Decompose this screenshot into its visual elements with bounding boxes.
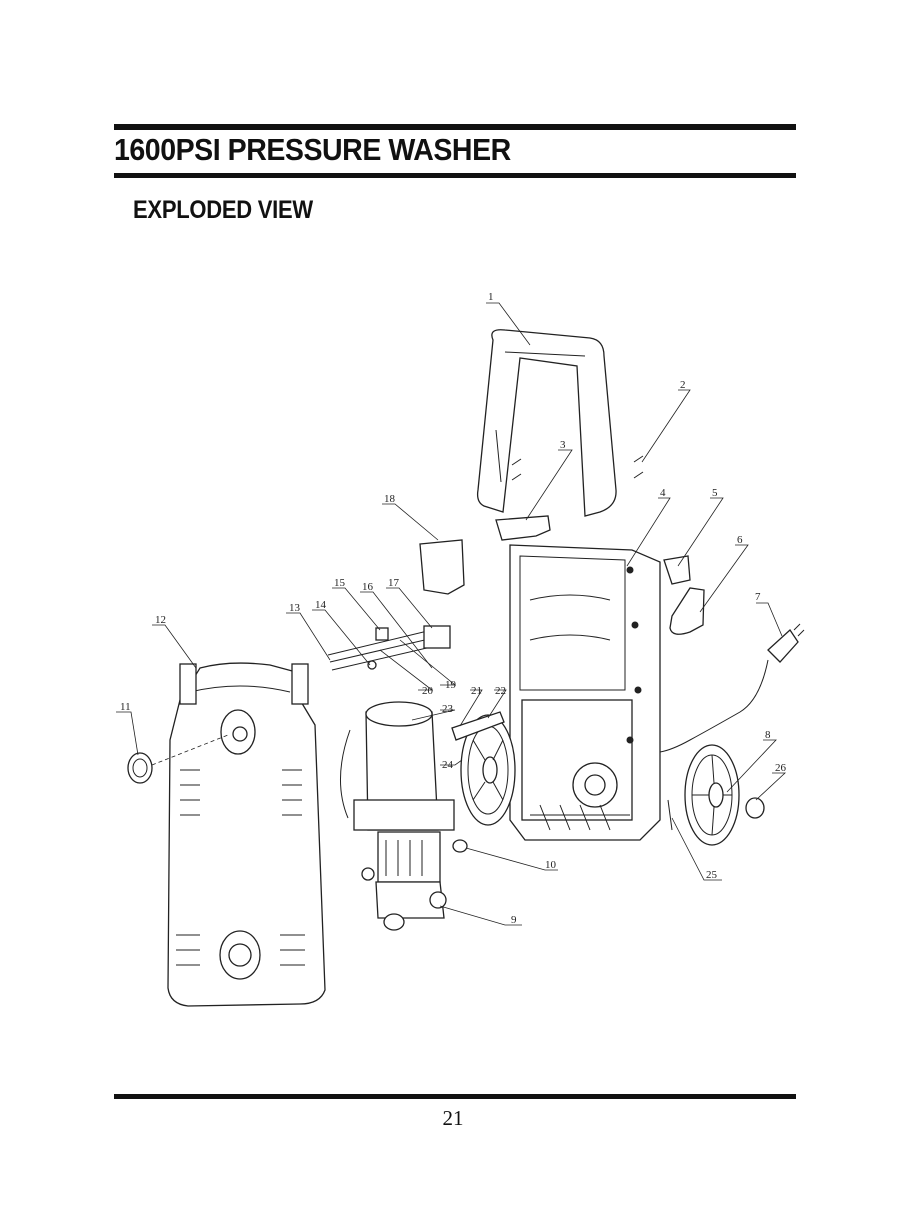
handle-bracket-part bbox=[495, 515, 551, 541]
callout-17: 17 bbox=[388, 577, 400, 589]
hose-connector-part bbox=[451, 711, 505, 741]
power-cord-part bbox=[659, 623, 805, 753]
hose-hook-part bbox=[669, 587, 705, 635]
callout-13: 13 bbox=[289, 602, 301, 614]
right-wheel-part bbox=[684, 744, 740, 846]
page-number: 21 bbox=[442, 1106, 464, 1130]
callout-6: 6 bbox=[737, 534, 743, 546]
header-top-rule bbox=[114, 124, 796, 130]
callout-1: 1 bbox=[488, 291, 494, 303]
footer-rule bbox=[114, 1094, 796, 1099]
callout-7: 7 bbox=[755, 591, 761, 603]
leader-lines bbox=[116, 302, 787, 926]
callout-4: 4 bbox=[660, 487, 666, 499]
callout-8: 8 bbox=[765, 729, 771, 741]
axle-screw-part bbox=[667, 799, 673, 831]
callout-20: 20 bbox=[422, 685, 434, 697]
motor-part bbox=[340, 701, 455, 831]
callout-19: 19 bbox=[445, 679, 457, 691]
callout-2: 2 bbox=[680, 379, 686, 391]
pump-part bbox=[361, 831, 447, 931]
header-bottom-rule bbox=[114, 173, 796, 178]
left-wheel-part bbox=[460, 714, 516, 826]
callout-26: 26 bbox=[775, 762, 787, 774]
section-title: EXPLODED VIEW bbox=[133, 196, 313, 224]
callout-15: 15 bbox=[334, 577, 346, 589]
callout-18: 18 bbox=[384, 493, 396, 505]
callout-12: 12 bbox=[155, 614, 166, 626]
callout-3: 3 bbox=[560, 439, 566, 451]
callout-21: 21 bbox=[471, 685, 482, 697]
handle-part bbox=[476, 329, 617, 517]
front-cover-part bbox=[167, 662, 326, 1007]
main-frame-part bbox=[509, 544, 661, 841]
callout-25: 25 bbox=[706, 869, 718, 881]
mounting-rails-part bbox=[327, 625, 451, 671]
screws-part bbox=[511, 455, 644, 481]
callout-5: 5 bbox=[712, 487, 718, 499]
callout-9: 9 bbox=[511, 914, 517, 926]
page-title: 1600PSI PRESSURE WASHER bbox=[114, 132, 511, 167]
cord-hook-part bbox=[663, 555, 691, 585]
callout-16: 16 bbox=[362, 581, 374, 593]
fitting-part bbox=[452, 839, 468, 853]
callout-labels: 1 2 3 4 5 6 7 8 9 10 11 12 13 14 15 16 1… bbox=[120, 291, 787, 926]
callout-10: 10 bbox=[545, 859, 557, 871]
knob-part bbox=[127, 734, 229, 784]
callout-23: 23 bbox=[442, 703, 454, 715]
callout-24: 24 bbox=[442, 759, 454, 771]
detergent-bottle-part bbox=[419, 539, 465, 595]
callout-11: 11 bbox=[120, 701, 131, 713]
hubcap-part bbox=[745, 797, 765, 819]
callout-14: 14 bbox=[315, 599, 327, 611]
callout-22: 22 bbox=[495, 685, 506, 697]
